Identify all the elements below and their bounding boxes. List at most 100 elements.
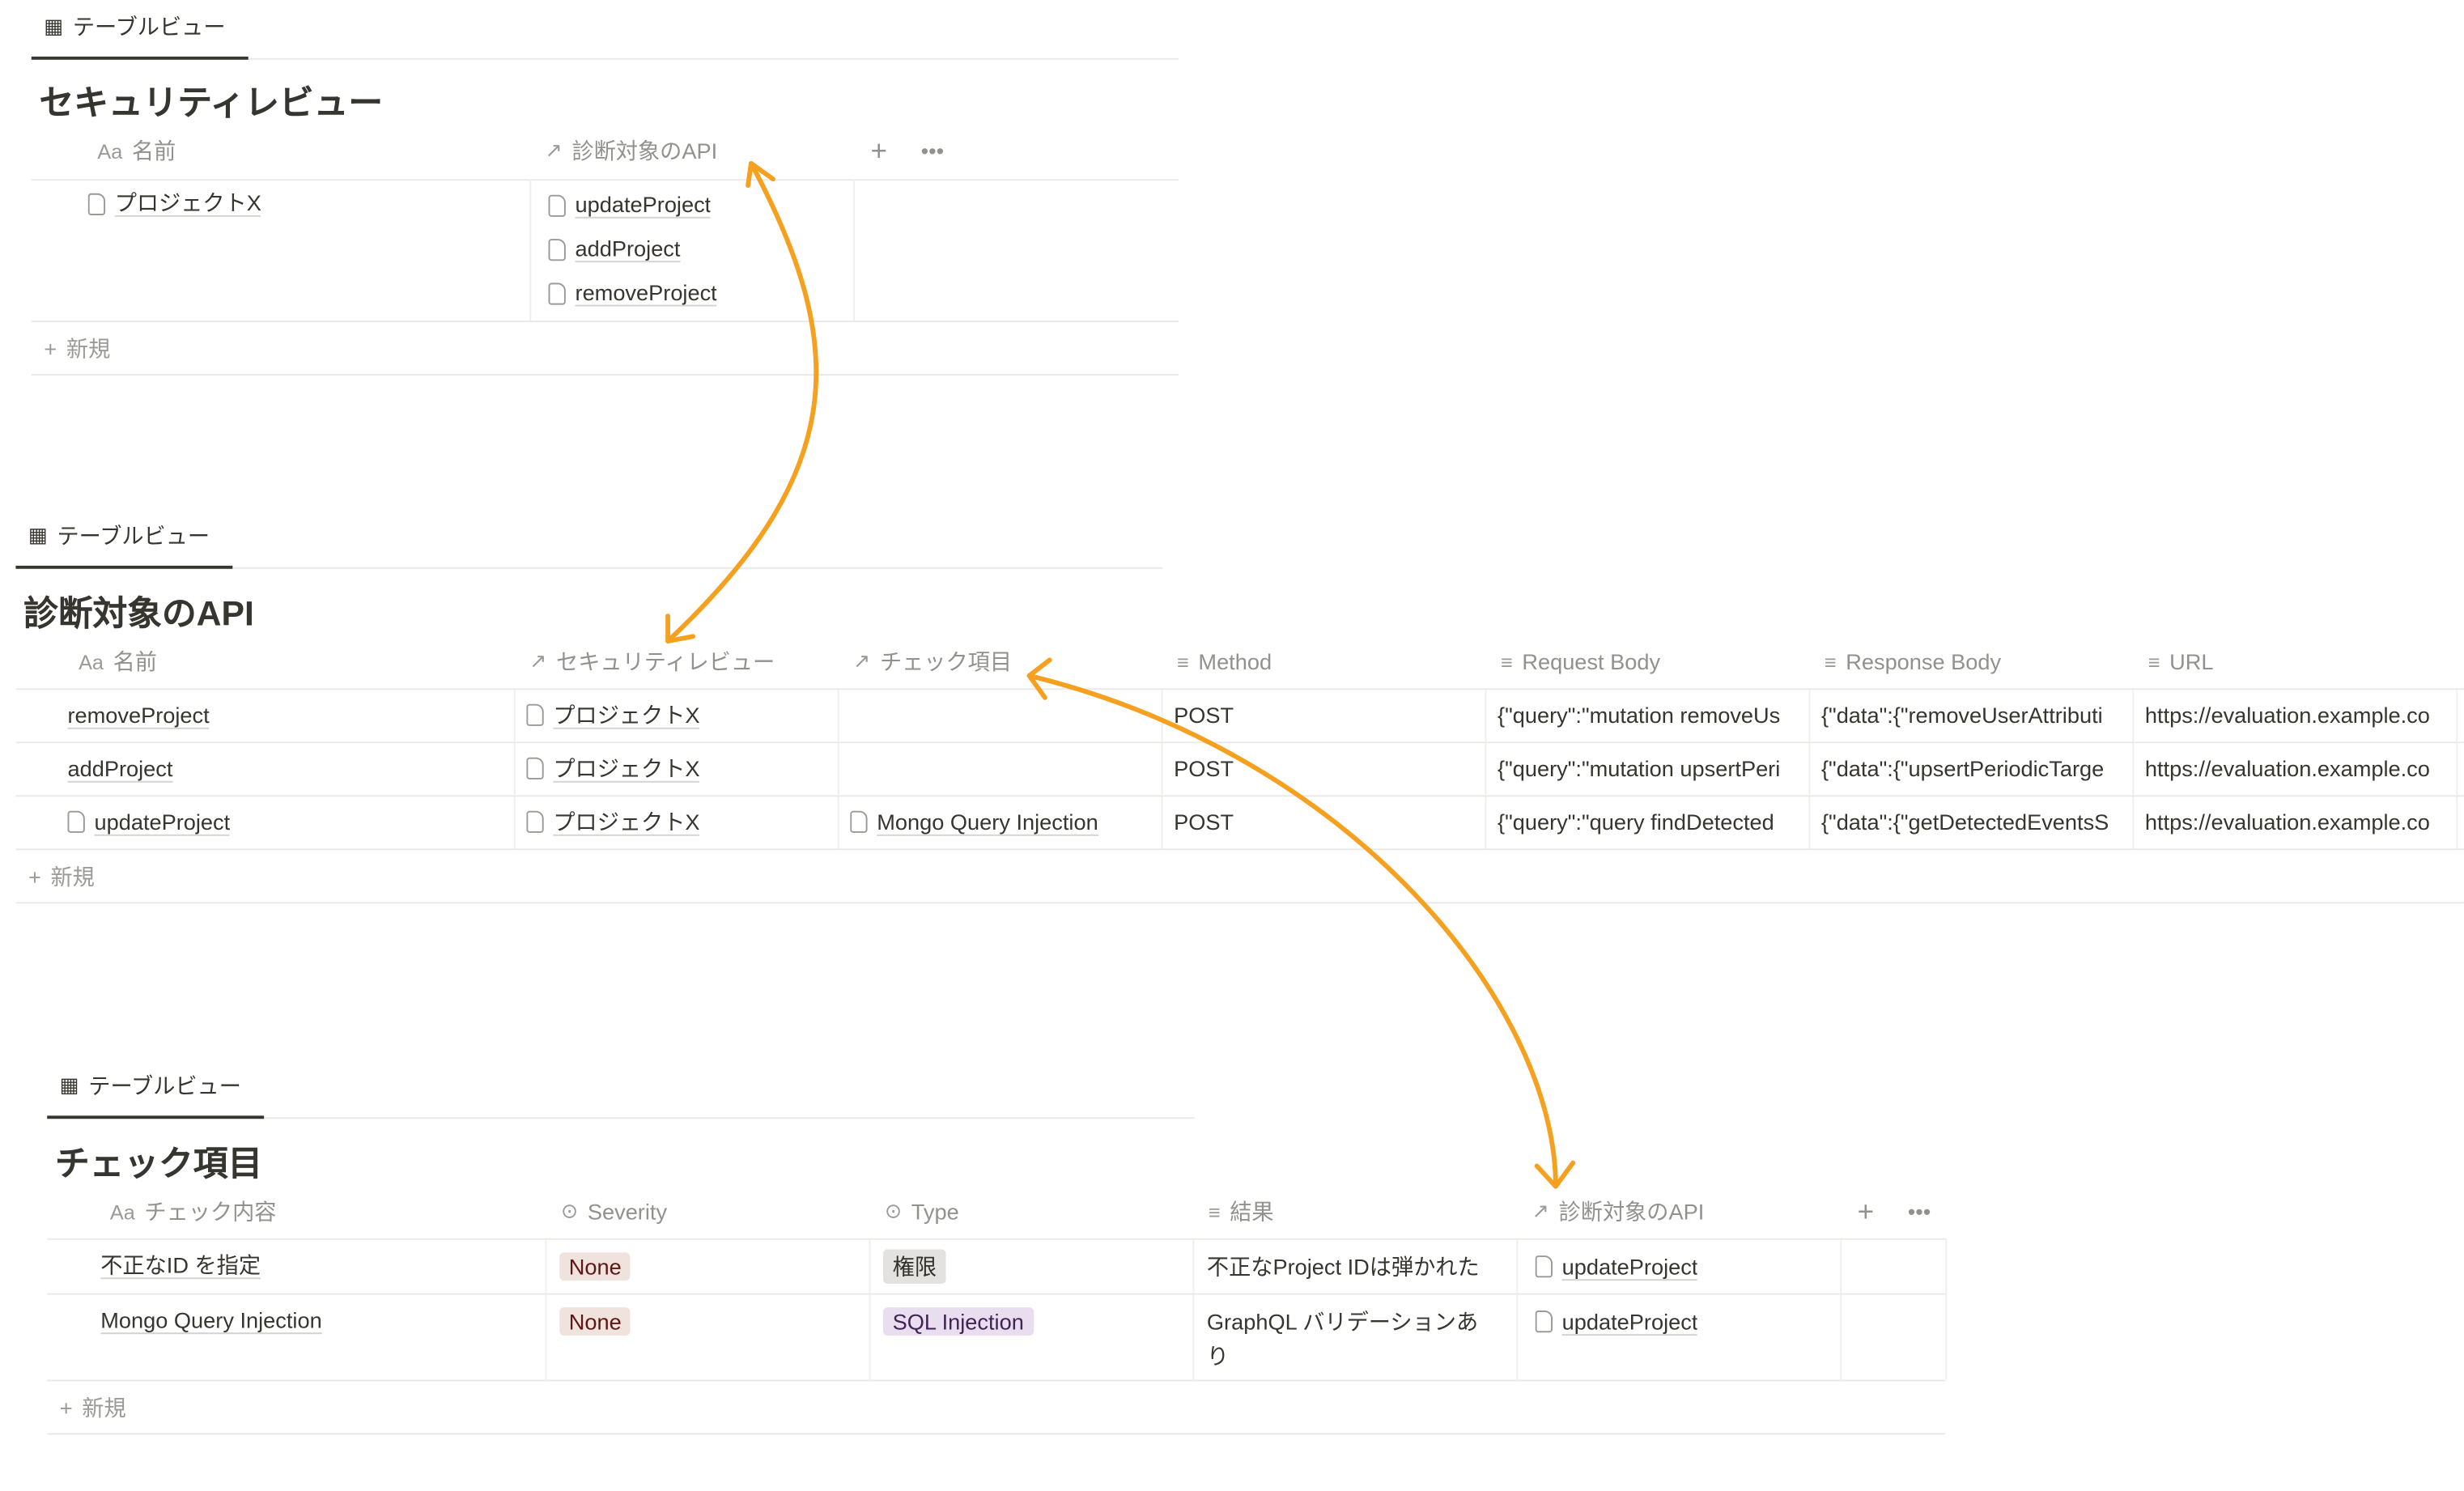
table-cell-name[interactable]: 不正なID を指定 (100, 1249, 261, 1281)
table-cell-method[interactable]: POST (1174, 688, 1481, 741)
table-cell-name[interactable]: addProject (67, 741, 510, 795)
column-header[interactable]: ≡Request Body (1501, 646, 1660, 678)
column-header[interactable]: ⊙Type (885, 1196, 959, 1227)
column-header[interactable]: ≡Method (1177, 646, 1272, 678)
header-label: 診断対象のAPI (571, 138, 718, 164)
table-cell-request[interactable]: {"query":"query findDetected (1498, 795, 1805, 848)
page-link[interactable]: Mongo Query Injection (877, 808, 1098, 835)
more-options-button[interactable]: ••• (920, 138, 945, 164)
header-label: チェック項目 (879, 648, 1013, 674)
page-title: 診断対象のAPI (23, 593, 254, 634)
header-label: Severity (587, 1199, 668, 1225)
page-link[interactable]: addProject (67, 754, 173, 782)
table-view-tab[interactable]: ▦ テーブルビュー (60, 1070, 241, 1102)
page-link[interactable]: プロジェクトX (553, 754, 700, 782)
add-property-button[interactable]: + (1857, 1195, 1875, 1227)
col-divider (1161, 688, 1163, 849)
table-cell-url[interactable]: https://evaluation.example.co (2145, 795, 2453, 848)
table-cell-review[interactable]: プロジェクトX (526, 741, 834, 795)
table-cell-response[interactable]: {"data":{"getDetectedEventsS (1821, 795, 2129, 848)
page-title: セキュリティレビュー (39, 83, 384, 123)
relation-item[interactable]: updateProject (548, 191, 712, 219)
table-cell-check[interactable]: Mongo Query Injection (850, 795, 1158, 848)
col-divider (869, 1238, 871, 1380)
table-view-tab[interactable]: ▦ テーブルビュー (28, 520, 210, 552)
page-link[interactable]: 不正なID を指定 (100, 1251, 261, 1279)
divider (47, 1238, 1946, 1240)
table-row-name[interactable]: プロジェクトX (87, 189, 261, 217)
page-link[interactable]: Mongo Query Injection (100, 1306, 322, 1334)
table-cell-name[interactable]: removeProject (67, 688, 510, 741)
column-header[interactable]: ≡ URL (2148, 646, 2214, 678)
add-property-button[interactable]: + (870, 134, 887, 166)
table-view-tab[interactable]: ▦ テーブルビュー (44, 11, 225, 43)
column-header[interactable]: ↗診断対象のAPI (1532, 1196, 1705, 1227)
table-cell-review[interactable]: プロジェクトX (526, 795, 834, 848)
more-options-button[interactable]: ••• (1907, 1199, 1931, 1225)
text-lines-icon: ≡ (2148, 649, 2160, 673)
page-link[interactable]: updateProject (1561, 1253, 1698, 1281)
relation-arrow-icon: ↗ (545, 138, 563, 162)
tab-label: テーブルビュー (88, 1073, 241, 1098)
divider (31, 374, 1179, 376)
page-link[interactable]: プロジェクトX (553, 701, 700, 729)
column-header[interactable]: ↗セキュリティレビュー (529, 646, 775, 678)
page-link[interactable]: addProject (575, 236, 681, 263)
new-row-button[interactable]: +新規 (60, 1392, 126, 1424)
table-cell-name[interactable]: updateProject (67, 795, 510, 848)
divider (15, 688, 2464, 690)
severity-cell[interactable]: None (559, 1249, 631, 1284)
cell-text: POST (1174, 702, 1234, 728)
table-cell-name[interactable]: Mongo Query Injection (100, 1304, 322, 1336)
relation-item[interactable]: updateProject (1535, 1304, 1698, 1339)
relation-arrow-icon: ↗ (1532, 1199, 1549, 1223)
cell-text: GraphQL バリデーションあり (1206, 1309, 1479, 1369)
new-row-button[interactable]: +新規 (44, 333, 110, 365)
new-row-button[interactable]: +新規 (28, 861, 95, 893)
severity-cell[interactable]: None (559, 1304, 631, 1339)
result-cell[interactable]: GraphQL バリデーションあり (1207, 1304, 1498, 1373)
table-cell-url[interactable]: https://evaluation.example.co (2145, 741, 2453, 795)
header-label: 名前 (113, 648, 157, 674)
column-header-api[interactable]: ↗ 診断対象のAPI (546, 135, 718, 167)
table-cell-url[interactable]: https://evaluation.example.co (2145, 688, 2453, 741)
result-cell[interactable]: 不正なProject IDは弾かれた (1207, 1249, 1498, 1284)
cell-text: {"data":{"upsertPeriodicTarge (1820, 755, 2105, 781)
table-cell-method[interactable]: POST (1174, 741, 1481, 795)
page-link[interactable]: プロジェクトX (553, 808, 700, 835)
relation-item[interactable]: addProject (548, 236, 681, 263)
column-header[interactable]: ⊙ Severity (561, 1196, 667, 1227)
type-tag: SQL Injection (883, 1307, 1034, 1336)
page-link[interactable]: updateProject (1561, 1308, 1698, 1336)
page-link[interactable]: removeProject (67, 701, 210, 729)
column-header[interactable]: ≡Response Body (1825, 646, 2001, 678)
column-header[interactable]: ↗チェック項目 (853, 646, 1012, 678)
table-cell-request[interactable]: {"query":"mutation upsertPeri (1498, 741, 1805, 795)
page-link[interactable]: updateProject (94, 808, 231, 835)
type-cell[interactable]: 権限 (883, 1249, 946, 1285)
table-cell-response[interactable]: {"data":{"upsertPeriodicTarge (1821, 741, 2129, 795)
cell-text: {"query":"mutation removeUs (1498, 702, 1781, 728)
col-divider (1485, 688, 1487, 849)
arrow-head (1026, 657, 1052, 700)
table-cell-review[interactable]: プロジェクトX (526, 688, 834, 741)
table-cell-method[interactable]: POST (1174, 795, 1481, 848)
column-header[interactable]: ≡結果 (1209, 1196, 1274, 1227)
page-link[interactable]: プロジェクトX (114, 189, 261, 217)
table-cell-response[interactable]: {"data":{"removeUserAttributi (1821, 688, 2129, 741)
header-label: Request Body (1522, 648, 1661, 674)
type-cell[interactable]: SQL Injection (883, 1304, 1034, 1339)
col-divider (1945, 1238, 1948, 1380)
page-link[interactable]: updateProject (575, 191, 712, 219)
header-label: 結果 (1230, 1199, 1274, 1225)
title-type-icon: Aa (109, 1200, 135, 1224)
page-link[interactable]: removeProject (575, 279, 717, 307)
header-label: URL (2169, 648, 2214, 674)
relation-item[interactable]: removeProject (548, 279, 717, 307)
table-cell-request[interactable]: {"query":"mutation removeUs (1498, 688, 1805, 741)
select-icon: ⊙ (561, 1199, 579, 1223)
relation-item[interactable]: updateProject (1535, 1249, 1698, 1284)
